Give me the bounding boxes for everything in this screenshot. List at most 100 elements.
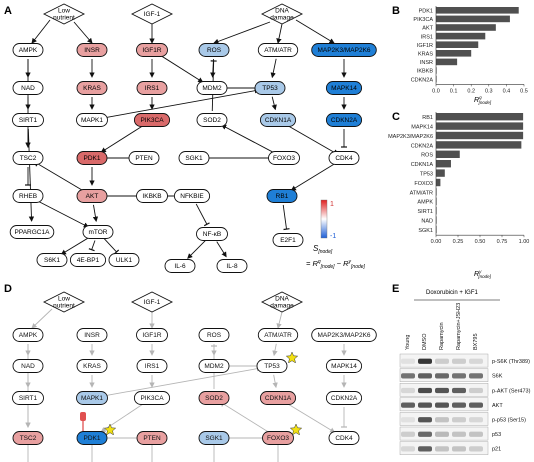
node-d-irs1: IRS1 — [136, 359, 168, 373]
bar-category-label: INSR — [420, 60, 433, 66]
blot-row-label: p-S6K (Thr389) — [492, 359, 530, 365]
node-cdkn2a: CDKN2A — [325, 113, 363, 127]
node-shape — [9, 225, 55, 239]
node-mapk1: MAPK1 — [76, 113, 108, 127]
node-label: NAD — [21, 85, 35, 92]
node-d-mapk1: MAPK1 — [76, 391, 108, 405]
legend-s-label: S[node] — [313, 244, 333, 255]
bar-category-label: IRS1 — [421, 34, 433, 40]
bar-category-label: SIRT1 — [418, 209, 434, 215]
node-irs1: IRS1 — [136, 81, 168, 95]
node-d-pik3ca: PIK3CA — [133, 391, 171, 405]
node-label: IL-8 — [226, 263, 238, 270]
node-label: ROS — [207, 332, 222, 339]
node-label: AMPK — [19, 332, 38, 339]
edge-a-38 — [159, 54, 204, 83]
node-d-nad: NAD — [12, 359, 44, 373]
node-shape — [76, 113, 108, 127]
input-label: IGF-1 — [144, 11, 161, 18]
node-label: MAPK14 — [331, 85, 357, 92]
node-ros: ROS — [198, 43, 230, 57]
x-tick-label: 0.0 — [432, 88, 440, 94]
colorbar-max: 1 — [330, 201, 334, 208]
node-pdk1: PDK1 — [76, 151, 108, 165]
edge-a-37 — [100, 88, 261, 119]
panel-label-b: B — [392, 5, 400, 17]
node-shape — [268, 151, 300, 165]
blot-band — [452, 387, 466, 394]
node-sirt1: SIRT1 — [12, 113, 44, 127]
network-a-edges — [25, 19, 347, 259]
node-atmatr: ATM/ATR — [257, 43, 299, 57]
edge-a-12 — [37, 163, 85, 192]
node-label: MAPK1 — [81, 395, 103, 402]
bar-category-label: KRAS — [418, 51, 433, 57]
bar — [436, 15, 510, 23]
node-label: INSR — [84, 47, 100, 54]
chart-c: RB1MAPK14MAP2K3/MAP2K6CDKN2AROSCDKN1ATP5… — [388, 112, 529, 279]
edge-a-24 — [290, 162, 337, 191]
node-shape — [198, 359, 230, 373]
node-insr: INSR — [76, 43, 108, 57]
node-label: SGK1 — [205, 435, 223, 442]
edge-d-20 — [100, 366, 263, 397]
node-label: PIK3CA — [140, 395, 164, 402]
node-label: ROS — [207, 47, 222, 54]
x-axis-label: Rq[node] — [474, 95, 492, 105]
node-d-kras: KRAS — [76, 359, 108, 373]
blot-band — [469, 431, 483, 437]
bar-category-label: RB1 — [422, 115, 433, 121]
input-label: DNA — [275, 8, 289, 15]
blot-band — [469, 402, 483, 408]
node-label: IRS1 — [145, 363, 160, 370]
bar-category-label: CDKN2A — [411, 77, 434, 83]
blot-band — [435, 402, 449, 408]
node-shape — [257, 43, 299, 57]
node-label: MAPK14 — [331, 363, 357, 370]
blot-band — [418, 387, 432, 394]
blot-band — [452, 373, 466, 379]
node-shape — [12, 359, 44, 373]
node-label: ATM/ATR — [264, 332, 292, 339]
node-il6a: IL-6 — [164, 259, 196, 273]
edge-a-in2b — [213, 21, 271, 44]
node-label: MDM2 — [202, 85, 222, 92]
x-tick-label: 0.25 — [453, 239, 464, 245]
node-label: RB1 — [276, 193, 289, 200]
bar-category-label: TP53 — [420, 171, 433, 177]
node-label: 4E-BP1 — [77, 257, 100, 264]
node-d-pdk1: PDK1 — [76, 431, 108, 445]
bar — [436, 122, 524, 130]
node-label: NF-κB — [203, 231, 221, 238]
node-label: INSR — [84, 332, 100, 339]
x-tick-label: 0.4 — [503, 88, 511, 94]
node-shape — [198, 391, 230, 405]
bar — [436, 24, 496, 31]
bar-category-label: MAPK14 — [411, 124, 433, 130]
edge-a-16 — [195, 203, 208, 225]
blot-band — [435, 431, 449, 437]
node-shape — [136, 328, 168, 342]
node-shape — [12, 43, 44, 57]
node-shape — [256, 359, 288, 373]
panel-label-c: C — [392, 111, 400, 123]
node-e2f1: E2F1 — [272, 233, 304, 247]
node-shape — [262, 431, 294, 445]
edge-a-13 — [92, 204, 99, 223]
node-shape — [136, 43, 168, 57]
node-label: FOXO3 — [267, 435, 289, 442]
node-d-cdk4: CDK4 — [328, 431, 360, 445]
node-label: NFKBIE — [180, 193, 204, 200]
node-tsc2: TSC2 — [12, 151, 44, 165]
node-d-ampk: AMPK — [12, 328, 44, 342]
node-shape — [12, 81, 44, 95]
node-shape — [136, 359, 168, 373]
x-axis-label: Ry[node] — [474, 269, 492, 279]
node-mtor: mTOR — [82, 225, 114, 239]
node-shape — [259, 113, 297, 127]
edge-a-31 — [220, 124, 277, 155]
node-shape — [76, 431, 108, 445]
node-shape — [178, 151, 210, 165]
